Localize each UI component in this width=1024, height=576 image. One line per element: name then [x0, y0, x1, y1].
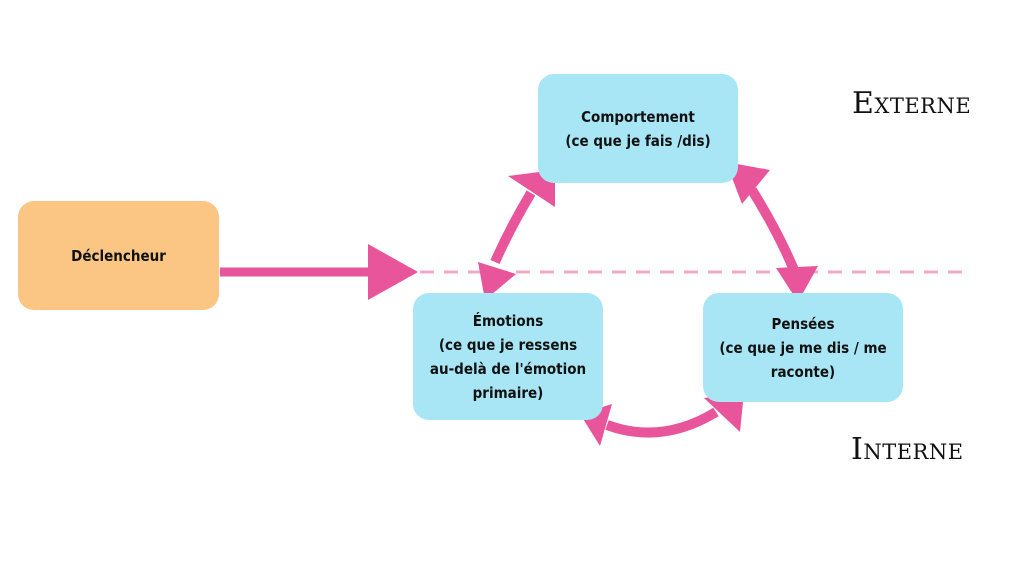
trigger-label: Déclencheur — [71, 246, 166, 265]
internal-zone-label: Interne — [851, 432, 964, 467]
thoughts-title: Pensées — [771, 314, 835, 333]
behavior-title: Comportement — [581, 107, 695, 126]
thoughts-node: Pensées (ce que je me dis / me raconte) — [703, 293, 903, 402]
external-zone-text: Externe — [852, 86, 972, 121]
emotions-title: Émotions — [472, 311, 544, 330]
behavior-subtitle: (ce que je fais /dis) — [565, 131, 711, 150]
behavior-emotions-arrow — [478, 170, 555, 300]
trigger-arrow — [220, 244, 418, 300]
trigger-node: Déclencheur — [18, 201, 219, 310]
emotions-line-3: primaire) — [472, 383, 544, 402]
thoughts-line-1: (ce que je me dis / me — [719, 338, 887, 357]
internal-zone-text: Interne — [851, 432, 964, 467]
behavior-thoughts-arrow — [726, 162, 818, 302]
external-zone-label: Externe — [852, 86, 971, 121]
emotions-line-2: au-delà de l'émotion — [429, 359, 587, 378]
emotions-line-1: (ce que je ressens — [438, 335, 578, 354]
behavior-node: Comportement (ce que je fais /dis) — [538, 74, 738, 183]
emotions-node: Émotions (ce que je ressens au-delà de l… — [413, 293, 603, 420]
thoughts-line-2: raconte) — [770, 362, 836, 381]
